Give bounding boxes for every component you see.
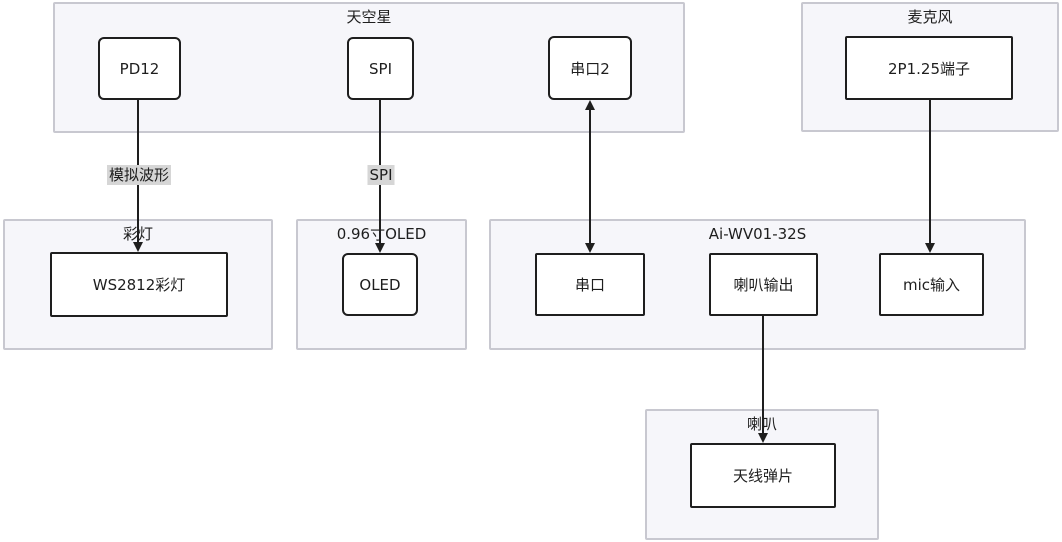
node-ws2812[interactable]: WS2812彩灯 [50, 252, 228, 317]
group-label-microphone: 麦克风 [907, 8, 953, 26]
node-uart[interactable]: 串口 [535, 253, 645, 316]
group-label-tiankongxing: 天空星 [346, 8, 392, 26]
node-mic-in[interactable]: mic输入 [879, 253, 984, 316]
group-label-module: Ai-WV01-32S [708, 225, 807, 243]
node-uart2[interactable]: 串口2 [548, 36, 632, 100]
group-label-speaker: 喇叭 [746, 415, 777, 433]
node-spi[interactable]: SPI [347, 37, 414, 100]
edge-label-spi: SPI [367, 165, 395, 185]
node-terminal[interactable]: 2P1.25端子 [845, 36, 1013, 100]
node-antenna[interactable]: 天线弹片 [690, 443, 836, 508]
group-label-oled: 0.96寸OLED [336, 225, 427, 243]
node-speaker-out[interactable]: 喇叭输出 [709, 253, 818, 316]
node-pd12[interactable]: PD12 [98, 37, 181, 100]
edge-label-analog-wave: 模拟波形 [106, 165, 172, 185]
node-oled[interactable]: OLED [342, 253, 418, 316]
